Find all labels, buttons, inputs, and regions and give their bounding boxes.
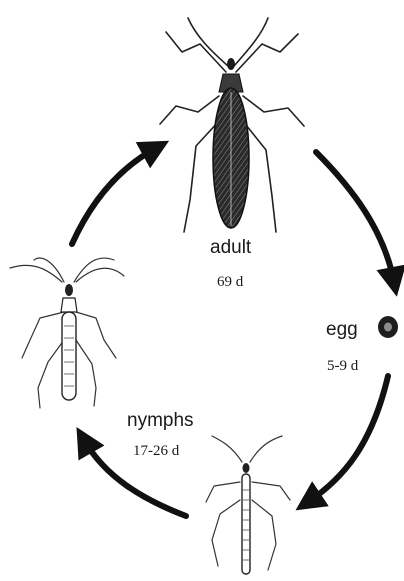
adult-insect-illustration [160,18,304,232]
nymphs-label: nymphs [127,410,194,431]
arrow-egg-to-nymph [308,376,388,502]
nymph-illustration [206,436,290,574]
nymphs-duration: 17-26 d [133,443,180,459]
arrow-young-adult-to-adult [72,148,156,244]
arrow-adult-to-egg [316,152,394,282]
adult-duration: 69 d [217,274,244,290]
adult-label: adult [210,237,252,258]
young-adult-illustration [10,258,124,408]
egg-illustration [378,316,398,338]
egg-label: egg [326,319,358,340]
egg-duration: 5-9 d [327,358,359,374]
